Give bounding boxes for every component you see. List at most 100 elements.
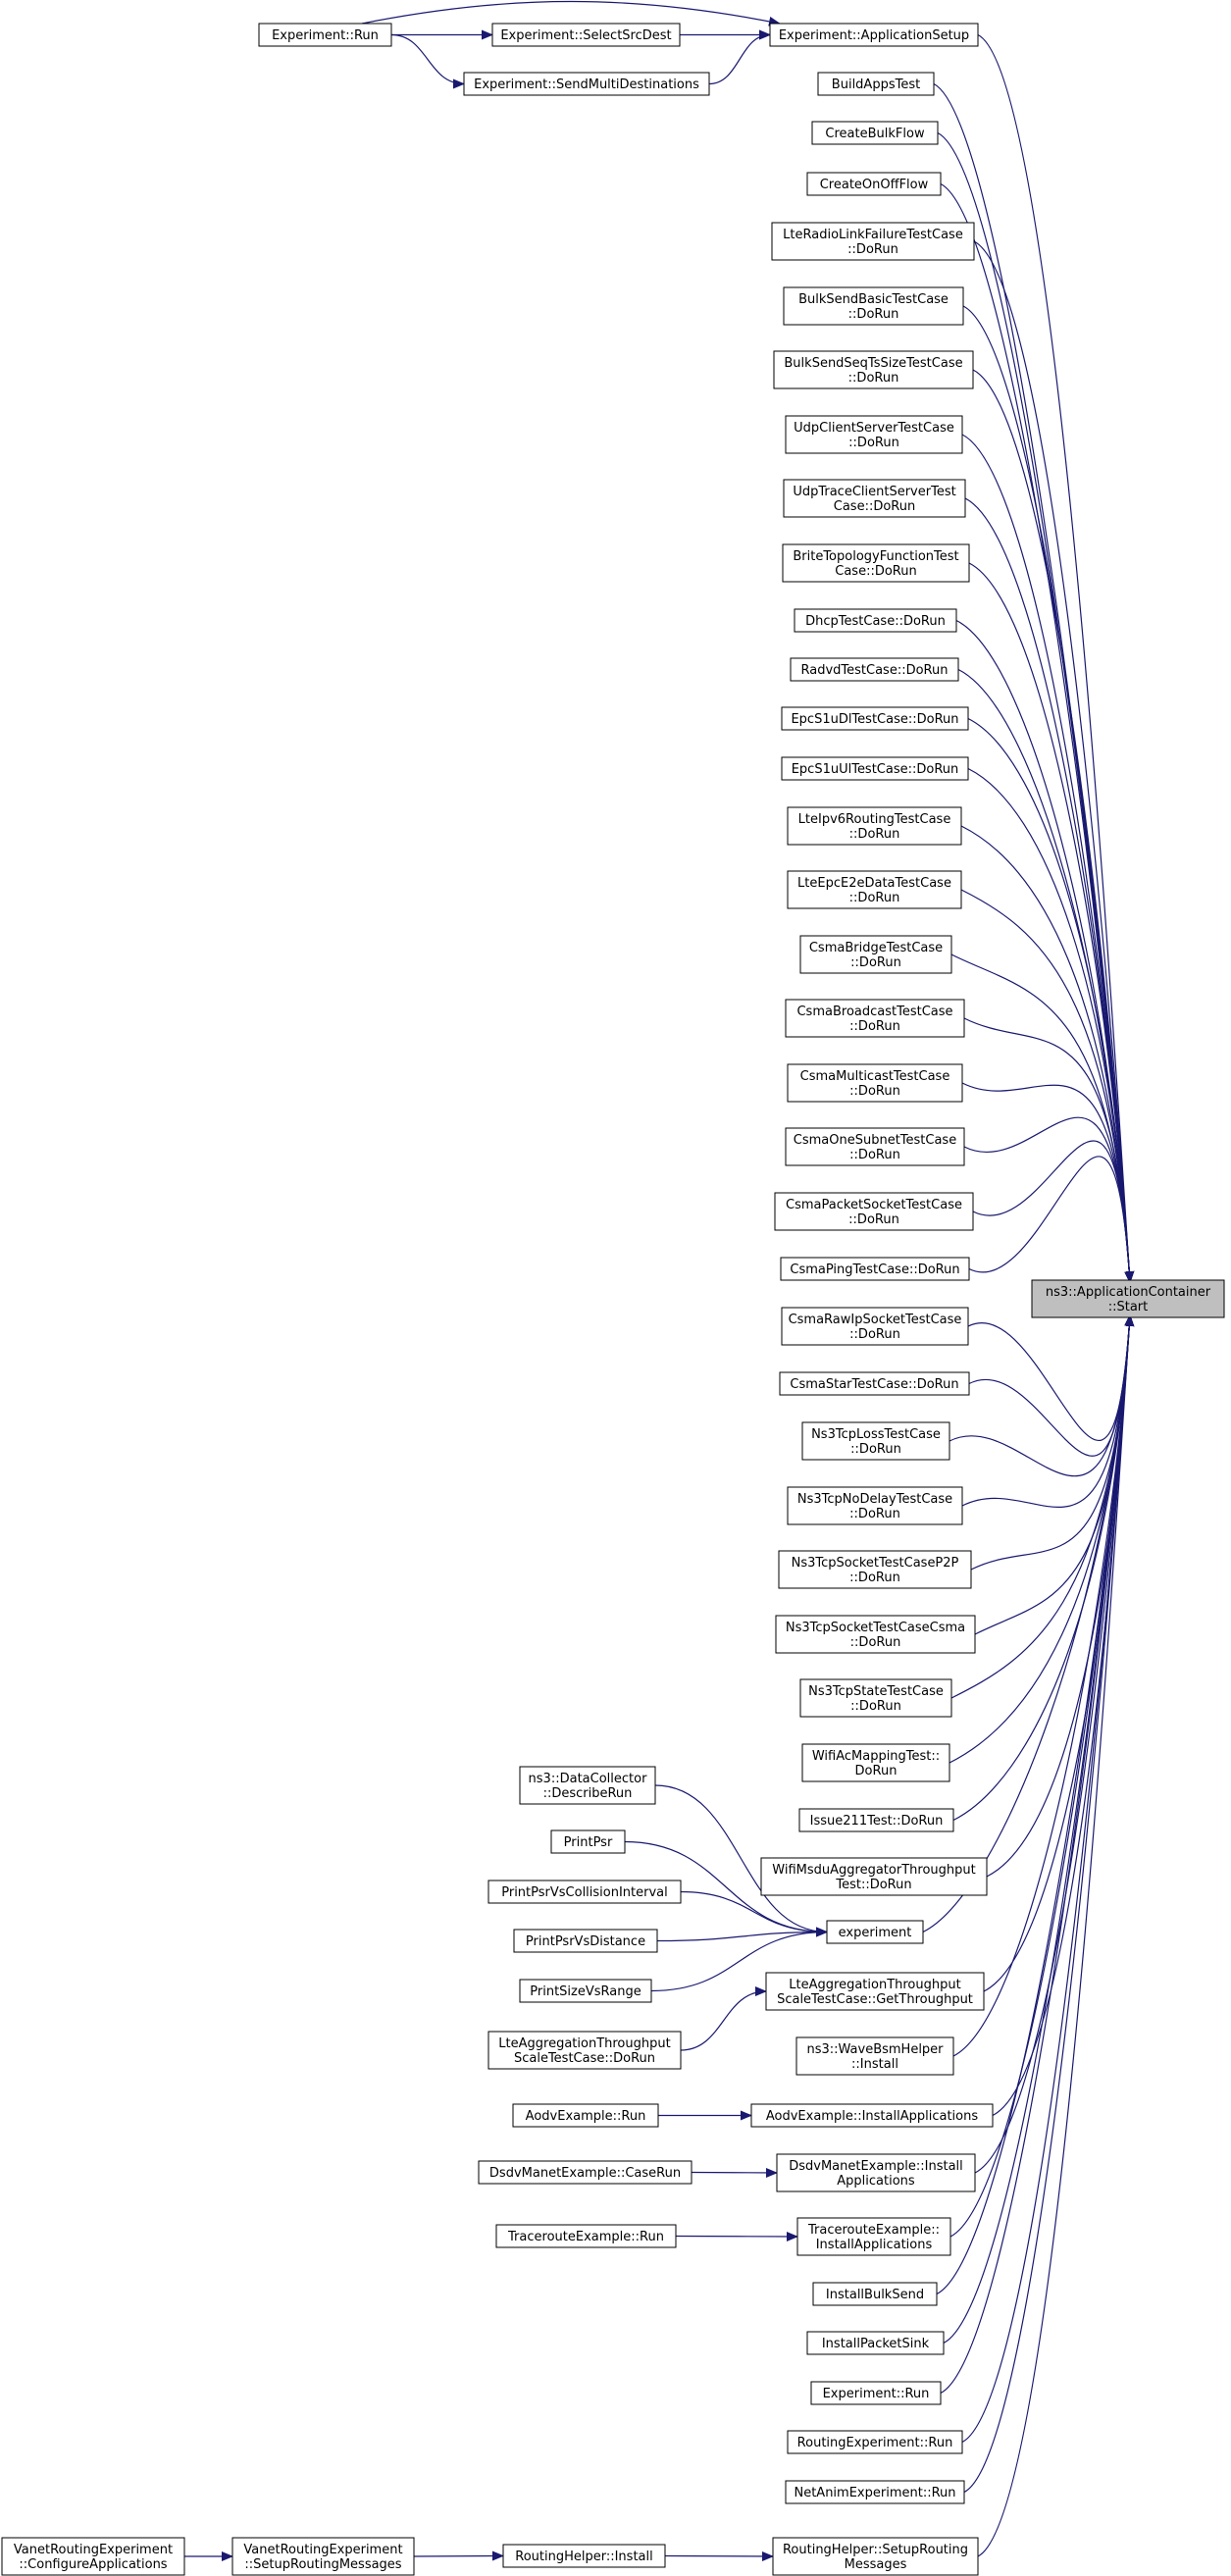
node-netanim[interactable]: NetAnimExperiment::Run <box>785 2480 965 2504</box>
node-box <box>781 1307 969 1346</box>
node-csmastar[interactable]: CsmaStarTestCase::DoRun <box>779 1371 970 1396</box>
edge-lteagg_run-to-lteagg_get <box>680 1986 767 2051</box>
node-dsdvcase[interactable]: DsdvManetExample::CaseRun <box>478 2160 692 2185</box>
node-label: VanetRoutingExperiment <box>243 2543 402 2557</box>
node-box <box>782 543 970 583</box>
node-label: ns3::DataCollector <box>529 1772 648 1786</box>
node-box <box>811 121 939 145</box>
node-wavebsm[interactable]: ns3::WaveBsmHelper::Install <box>795 2036 954 2076</box>
node-label: WifiAcMappingTest:: <box>812 1749 940 1764</box>
node-label: ::DoRun <box>849 1327 900 1342</box>
node-label: LteAggregationThroughput <box>789 1978 960 1992</box>
edge-exp_run_top-to-exp_appsetup <box>361 0 781 26</box>
node-label: LteEpcE2eDataTestCase <box>797 876 951 891</box>
node-exprun2[interactable]: Experiment::Run <box>810 2381 942 2405</box>
node-csmabcast[interactable]: CsmaBroadcastTestCase::DoRun <box>785 999 965 1038</box>
node-label: CsmaRawIpSocketTestCase <box>789 1313 962 1327</box>
node-exp_appsetup[interactable]: Experiment::ApplicationSetup <box>769 23 979 47</box>
node-box <box>798 1808 954 1832</box>
node-tcploss[interactable]: Ns3TcpLossTestCase::DoRun <box>801 1421 950 1461</box>
node-label: ::DoRun <box>848 1212 899 1227</box>
node-epcdl[interactable]: EpcS1uDlTestCase::DoRun <box>781 706 969 731</box>
node-label: DsdvManetExample::Install <box>789 2159 963 2174</box>
node-label: BriteTopologyFunctionTest <box>793 549 958 564</box>
node-exp_sendmulti[interactable]: Experiment::SendMultiDestinations <box>463 72 710 96</box>
node-lteipv6[interactable]: LteIpv6RoutingTestCase::DoRun <box>787 806 962 846</box>
node-lteagg_run[interactable]: LteAggregationThroughputScaleTestCase::D… <box>487 2031 682 2070</box>
node-routingsetup[interactable]: RoutingHelper::SetupRoutingMessages <box>772 2537 979 2576</box>
node-label: CreateOnOffFlow <box>820 178 929 192</box>
node-bulkseq[interactable]: BulkSendSeqTsSizeTestCase::DoRun <box>773 350 974 389</box>
node-tcpstate[interactable]: Ns3TcpStateTestCase::DoRun <box>799 1678 952 1718</box>
node-box <box>772 2537 979 2576</box>
node-datacollector[interactable]: ns3::DataCollector::DescribeRun <box>519 1766 656 1805</box>
node-csmaping[interactable]: CsmaPingTestCase::DoRun <box>780 1257 970 1281</box>
node-routinginstall[interactable]: RoutingHelper::Install <box>502 2544 666 2568</box>
node-installsink[interactable]: InstallPacketSink <box>806 2331 945 2355</box>
node-label: BulkSendBasicTestCase <box>798 292 949 307</box>
node-label: CsmaMulticastTestCase <box>800 1069 950 1084</box>
node-box <box>550 1829 626 1854</box>
node-label: Experiment::SendMultiDestinations <box>474 77 699 92</box>
node-lteepc[interactable]: LteEpcE2eDataTestCase::DoRun <box>787 870 962 909</box>
node-createonoff[interactable]: CreateOnOffFlow <box>806 172 942 196</box>
node-bulkbasic[interactable]: BulkSendBasicTestCase::DoRun <box>783 286 964 326</box>
node-label: ::DoRun <box>850 1699 901 1714</box>
node-label: InstallBulkSend <box>826 2288 924 2302</box>
node-printpsrcoll[interactable]: PrintPsrVsCollisionInterval <box>487 1880 682 1904</box>
node-tcpnodelay[interactable]: Ns3TcpNoDelayTestCase::DoRun <box>787 1486 963 1525</box>
node-installbulk[interactable]: InstallBulkSend <box>812 2282 938 2306</box>
node-radvd[interactable]: RadvdTestCase::DoRun <box>790 657 959 682</box>
node-exp_select[interactable]: Experiment::SelectSrcDest <box>491 23 681 47</box>
edge-datacollector-to-experiment <box>654 1784 828 1937</box>
node-printsize[interactable]: PrintSizeVsRange <box>519 1979 652 2003</box>
node-csmaone[interactable]: CsmaOneSubnetTestCase::DoRun <box>785 1127 965 1166</box>
node-routingexp[interactable]: RoutingExperiment::Run <box>787 2430 963 2454</box>
node-box <box>787 2430 963 2454</box>
node-box <box>463 72 710 96</box>
node-wifiac[interactable]: WifiAcMappingTest::DoRun <box>801 1743 950 1782</box>
edge-bulkseq-to-target <box>972 369 1135 1283</box>
node-lterlf[interactable]: LteRadioLinkFailureTestCase::DoRun <box>771 222 975 261</box>
node-vanetsetup[interactable]: VanetRoutingExperiment::SetupRoutingMess… <box>231 2537 415 2576</box>
node-label: NetAnimExperiment::Run <box>794 2486 955 2500</box>
node-label: ::DoRun <box>849 1019 900 1034</box>
node-dhcp[interactable]: DhcpTestCase::DoRun <box>794 608 957 633</box>
node-csmabridge[interactable]: CsmaBridgeTestCase::DoRun <box>799 935 952 974</box>
node-csmamcast[interactable]: CsmaMulticastTestCase::DoRun <box>787 1063 963 1103</box>
node-label: RoutingHelper::Install <box>515 2550 653 2564</box>
node-tracerun[interactable]: TracerouteExample::Run <box>495 2224 677 2248</box>
node-label: EpcS1uDlTestCase::DoRun <box>791 712 958 727</box>
edge-epcul-to-target <box>967 767 1135 1283</box>
node-label: InstallPacketSink <box>822 2337 930 2351</box>
node-experiment[interactable]: experiment <box>826 1920 924 1944</box>
node-aodvinstall[interactable]: AodvExample::InstallApplications <box>750 2103 994 2128</box>
node-csmapacket[interactable]: CsmaPacketSocketTestCase::DoRun <box>774 1192 974 1231</box>
node-label: DoRun <box>855 1764 898 1778</box>
node-createbulk[interactable]: CreateBulkFlow <box>811 121 939 145</box>
node-printpsrdist[interactable]: PrintPsrVsDistance <box>513 1929 658 1953</box>
edge-lteepc-to-target <box>960 889 1135 1283</box>
node-printpsr[interactable]: PrintPsr <box>550 1829 626 1854</box>
node-epcul[interactable]: EpcS1uUlTestCase::DoRun <box>781 756 969 781</box>
edge-csmaping-to-target <box>968 1156 1135 1283</box>
node-tcpcsma[interactable]: Ns3TcpSocketTestCaseCsma::DoRun <box>775 1615 976 1654</box>
node-label: Ns3TcpNoDelayTestCase <box>797 1492 952 1507</box>
node-label: Experiment::Run <box>823 2387 930 2401</box>
node-udpcs[interactable]: UdpClientServerTestCase::DoRun <box>785 415 963 454</box>
node-aodvrun[interactable]: AodvExample::Run <box>512 2103 659 2128</box>
node-csmaraw[interactable]: CsmaRawIpSocketTestCase::DoRun <box>781 1307 969 1346</box>
node-vanetconf[interactable]: VanetRoutingExperiment::ConfigureApplica… <box>1 2537 185 2576</box>
node-buildapps[interactable]: BuildAppsTest <box>817 72 935 96</box>
node-exp_run_top[interactable]: Experiment::Run <box>258 23 392 47</box>
node-lteagg_get[interactable]: LteAggregationThroughputScaleTestCase::G… <box>765 1972 985 2011</box>
node-target[interactable]: ns3::ApplicationContainer::Start <box>1031 1279 1225 1318</box>
node-issue211[interactable]: Issue211Test::DoRun <box>798 1808 954 1832</box>
node-traceinstall[interactable]: TracerouteExample::InstallApplications <box>796 2217 951 2256</box>
node-tcpp2p[interactable]: Ns3TcpSocketTestCaseP2P::DoRun <box>778 1550 972 1589</box>
edge-issue211-to-target <box>952 1314 1135 1822</box>
node-dsdvinstall[interactable]: DsdvManetExample::InstallApplications <box>776 2153 976 2192</box>
